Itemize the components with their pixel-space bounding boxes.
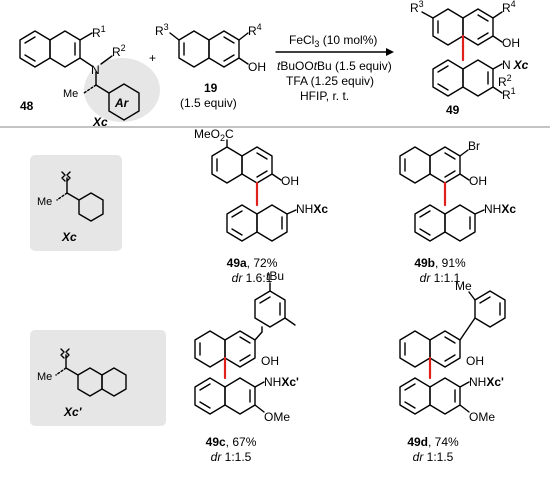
r1-label: R1 xyxy=(92,24,106,40)
product-49c-tbu-label: tBu xyxy=(266,269,284,283)
product-49b-nhxc-label: NHXc xyxy=(484,202,516,216)
product-49d-structure xyxy=(399,290,506,415)
naphthol-equiv-label: (1.5 equiv) xyxy=(180,96,237,110)
product-49a-nhxc-label: NHXc xyxy=(296,202,328,216)
product-49d-yield: 49d, 74% xyxy=(407,435,459,449)
product-49d-oh-label: OH xyxy=(466,354,484,368)
xc-prime-me-label: Me xyxy=(37,371,52,383)
xc-prime-auxiliary-structure xyxy=(55,348,127,397)
xc-auxiliary-box xyxy=(30,155,122,251)
product-49d-ome-label: OMe xyxy=(469,410,495,424)
product-49c-oh-label: OH xyxy=(261,354,279,368)
xc-highlight-ellipse xyxy=(84,58,160,122)
compound-48-label: 48 xyxy=(20,99,34,113)
oh-label: OH xyxy=(248,60,266,74)
condition-oxidant: tBuOOtBu (1.5 equiv) xyxy=(277,59,392,73)
naphthol-19-structure xyxy=(169,30,249,68)
product-r1-label: R1 xyxy=(502,86,516,102)
product-49a-yield: 49a, 72% xyxy=(227,256,278,270)
xc-box-label: Xc xyxy=(61,230,77,244)
r3-label: R3 xyxy=(155,22,169,38)
product-49c-dr: dr 1:1.5 xyxy=(211,450,252,464)
product-r3-label: R3 xyxy=(410,0,424,15)
condition-solvent: HFIP, r. t. xyxy=(300,89,349,103)
product-oh-label: OH xyxy=(502,36,520,50)
product-49c-nhxc-label: NHXc' xyxy=(264,375,299,389)
reaction-arrowhead xyxy=(386,48,394,56)
n-atom-label: N xyxy=(91,63,100,77)
compound-19-label: 19 xyxy=(204,81,218,95)
product-49d-nhxc-label: NHXc' xyxy=(469,375,504,389)
product-49c-structure xyxy=(194,282,296,415)
condition-catalyst: FeCl3 (10 mol%) xyxy=(289,33,377,49)
xc-auxiliary-structure xyxy=(56,171,104,222)
product-49a-oh-label: OH xyxy=(281,174,299,188)
product-49b-dr: dr 1:1.1 xyxy=(420,271,461,285)
product-49-structure xyxy=(421,8,503,97)
product-49a-ester-label: MeO2C xyxy=(194,127,234,143)
product-49b-structure xyxy=(399,146,485,242)
product-49a-structure xyxy=(211,139,297,242)
xc-prime-box-label: Xc' xyxy=(63,405,83,419)
xc-me-label: Me xyxy=(37,196,52,208)
product-49b-yield: 49b, 91% xyxy=(414,256,466,270)
xc-label: Xc xyxy=(92,115,108,129)
product-49b-br-label: Br xyxy=(468,139,480,153)
r4-label: R4 xyxy=(248,22,262,38)
compound-49-label: 49 xyxy=(446,103,460,117)
product-49a-dr: dr 1.6:1 xyxy=(232,271,273,285)
plus-sign: + xyxy=(149,51,156,65)
product-r4-label: R4 xyxy=(502,0,516,15)
me-label: Me xyxy=(63,88,78,100)
condition-additive: TFA (1.25 equiv) xyxy=(286,74,374,88)
r2-label: R2 xyxy=(112,43,126,59)
product-49c-ome-label: OMe xyxy=(264,410,290,424)
product-49b-oh-label: OH xyxy=(469,174,487,188)
ar-label: Ar xyxy=(114,96,130,110)
product-r2-label: R2 xyxy=(498,73,512,89)
product-49c-yield: 49c, 67% xyxy=(206,435,257,449)
xc-prime-auxiliary-box xyxy=(30,330,166,426)
product-49d-me-label: Me xyxy=(455,279,472,293)
substrate-48-structure xyxy=(19,30,160,122)
product-49d-dr: dr 1:1.5 xyxy=(413,450,454,464)
